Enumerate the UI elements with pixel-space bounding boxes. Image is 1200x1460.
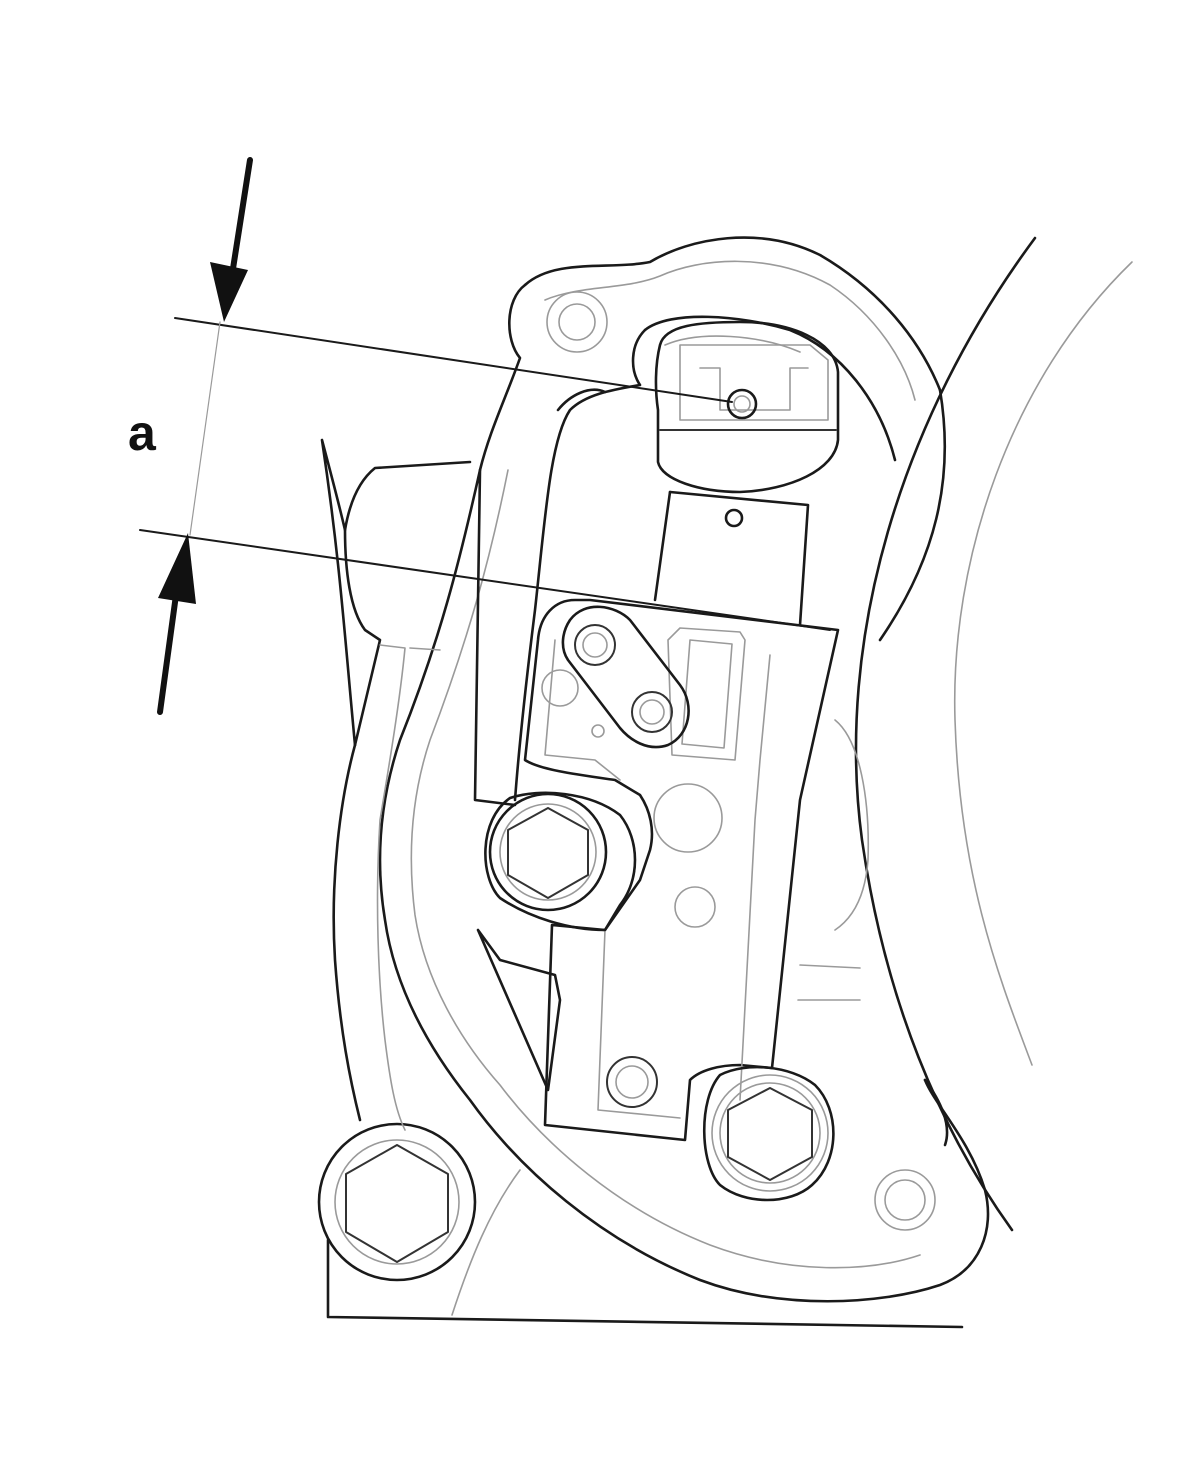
tensioner-body-plate [523,598,840,1142]
tensioner-plunger [653,490,810,627]
dimension-arrow-top [210,157,253,322]
tensioner-head [654,320,840,494]
dimension-lines [139,317,831,631]
tensioner-bolt-upper [484,791,637,932]
tensioner-guide [473,315,897,807]
arrow-down-icon [210,262,248,322]
tensioner-bolt-lower [702,1065,835,1202]
dimension-extension-bottom [139,529,831,631]
chain-guide [320,438,562,1131]
mounting-boss-top [546,291,608,353]
large-pulley [854,236,1133,1232]
cover-bolt-lower-left [317,1122,477,1282]
dimension-line [189,321,221,536]
dimension-label: a [128,405,156,461]
dimension-extension-top [174,317,733,403]
arrow-up-icon [158,533,196,604]
dimension-arrow-bottom [157,533,196,715]
cylinder-block-edge [326,719,964,1329]
mounting-boss-right [874,1169,936,1231]
stopper-link [561,605,690,749]
timing-cover-housing [378,236,990,1303]
